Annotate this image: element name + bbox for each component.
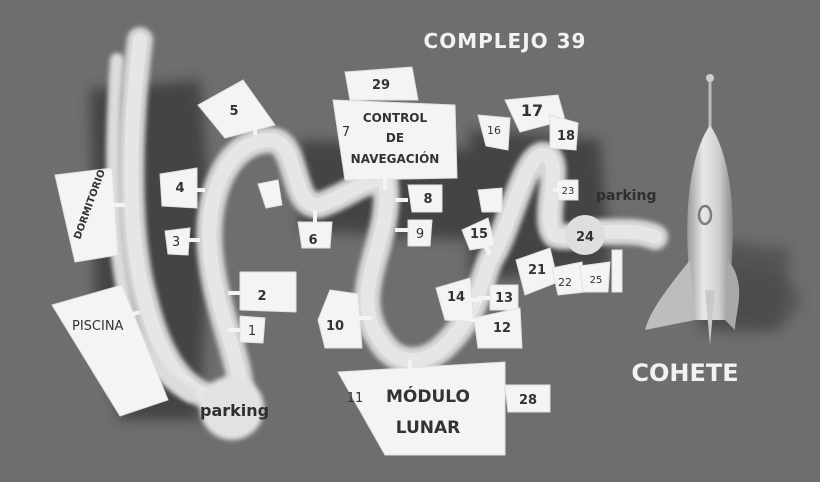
parking-lot-right <box>565 215 605 255</box>
building-modulo-lunar <box>337 361 506 456</box>
stop-10: 10 <box>326 319 344 334</box>
stop-box-9 <box>407 219 433 247</box>
stop-box-15 <box>461 217 496 251</box>
label-control-3: NAVEGACIÓN <box>351 151 440 166</box>
rocket-icon <box>645 74 740 345</box>
stop-11: 11 <box>347 391 364 406</box>
parking-lot-left <box>200 376 264 440</box>
stop-3: 3 <box>172 235 180 250</box>
stop-14: 14 <box>447 290 465 305</box>
stop-22: 22 <box>558 276 572 289</box>
building-29 <box>344 66 419 101</box>
stop-box-8 <box>407 184 443 213</box>
stop-18: 18 <box>557 129 575 144</box>
label-piscina: PISCINA <box>72 319 124 334</box>
stop-21: 21 <box>528 263 546 278</box>
stop-5: 5 <box>229 104 238 119</box>
stop-7: 7 <box>342 125 350 140</box>
label-parking-right: parking <box>596 188 656 204</box>
stop-17: 17 <box>521 101 543 120</box>
stop-box-3 <box>164 227 191 256</box>
label-modulo-1: MÓDULO <box>386 385 470 407</box>
building-dormitorio <box>54 167 119 263</box>
stop-2: 2 <box>257 289 266 304</box>
stop-box-4 <box>159 167 198 209</box>
stop-box-23 <box>555 179 579 201</box>
stop-23: 23 <box>562 186 575 197</box>
label-control-2: DE <box>386 131 404 145</box>
stop-28: 28 <box>519 393 537 408</box>
stop-box-18 <box>549 114 579 151</box>
stop-1: 1 <box>248 324 256 339</box>
stop-numbers: 1 2 3 4 5 6 7 8 9 10 11 12 13 14 15 16 1… <box>172 78 603 408</box>
label-parking-left: parking <box>200 401 269 420</box>
stop-24: 24 <box>576 230 594 245</box>
stop-box-12 <box>473 307 523 349</box>
stop-box-6b <box>257 179 283 209</box>
building-piscina <box>51 284 169 417</box>
building-control-navegacion <box>332 99 458 181</box>
label-control-1: CONTROL <box>363 111 428 125</box>
stop-box-blank <box>477 187 503 213</box>
buildings <box>51 66 623 456</box>
stop-box-bar <box>611 249 623 293</box>
stop-box-10 <box>317 289 363 349</box>
stop-15: 15 <box>470 227 488 242</box>
stop-box-25 <box>579 261 611 293</box>
stop-8: 8 <box>423 192 432 207</box>
stop-box-6 <box>297 221 333 249</box>
connector-ticks <box>110 125 560 400</box>
stop-4: 4 <box>175 181 184 196</box>
stop-box-16 <box>477 114 511 151</box>
stop-29: 29 <box>372 78 390 93</box>
label-cohete: COHETE <box>631 359 738 387</box>
stop-box-28 <box>504 384 551 413</box>
stop-box-2 <box>239 271 297 313</box>
stop-9: 9 <box>416 227 424 242</box>
stop-16: 16 <box>487 124 501 137</box>
map-title: COMPLEJO 39 <box>424 29 587 53</box>
stop-box-1 <box>239 315 266 344</box>
stop-12: 12 <box>493 321 511 336</box>
stop-13: 13 <box>495 291 513 306</box>
stop-6: 6 <box>308 233 317 248</box>
label-modulo-2: LUNAR <box>396 418 461 438</box>
stop-box-5 <box>197 79 276 139</box>
stop-25: 25 <box>590 275 603 286</box>
